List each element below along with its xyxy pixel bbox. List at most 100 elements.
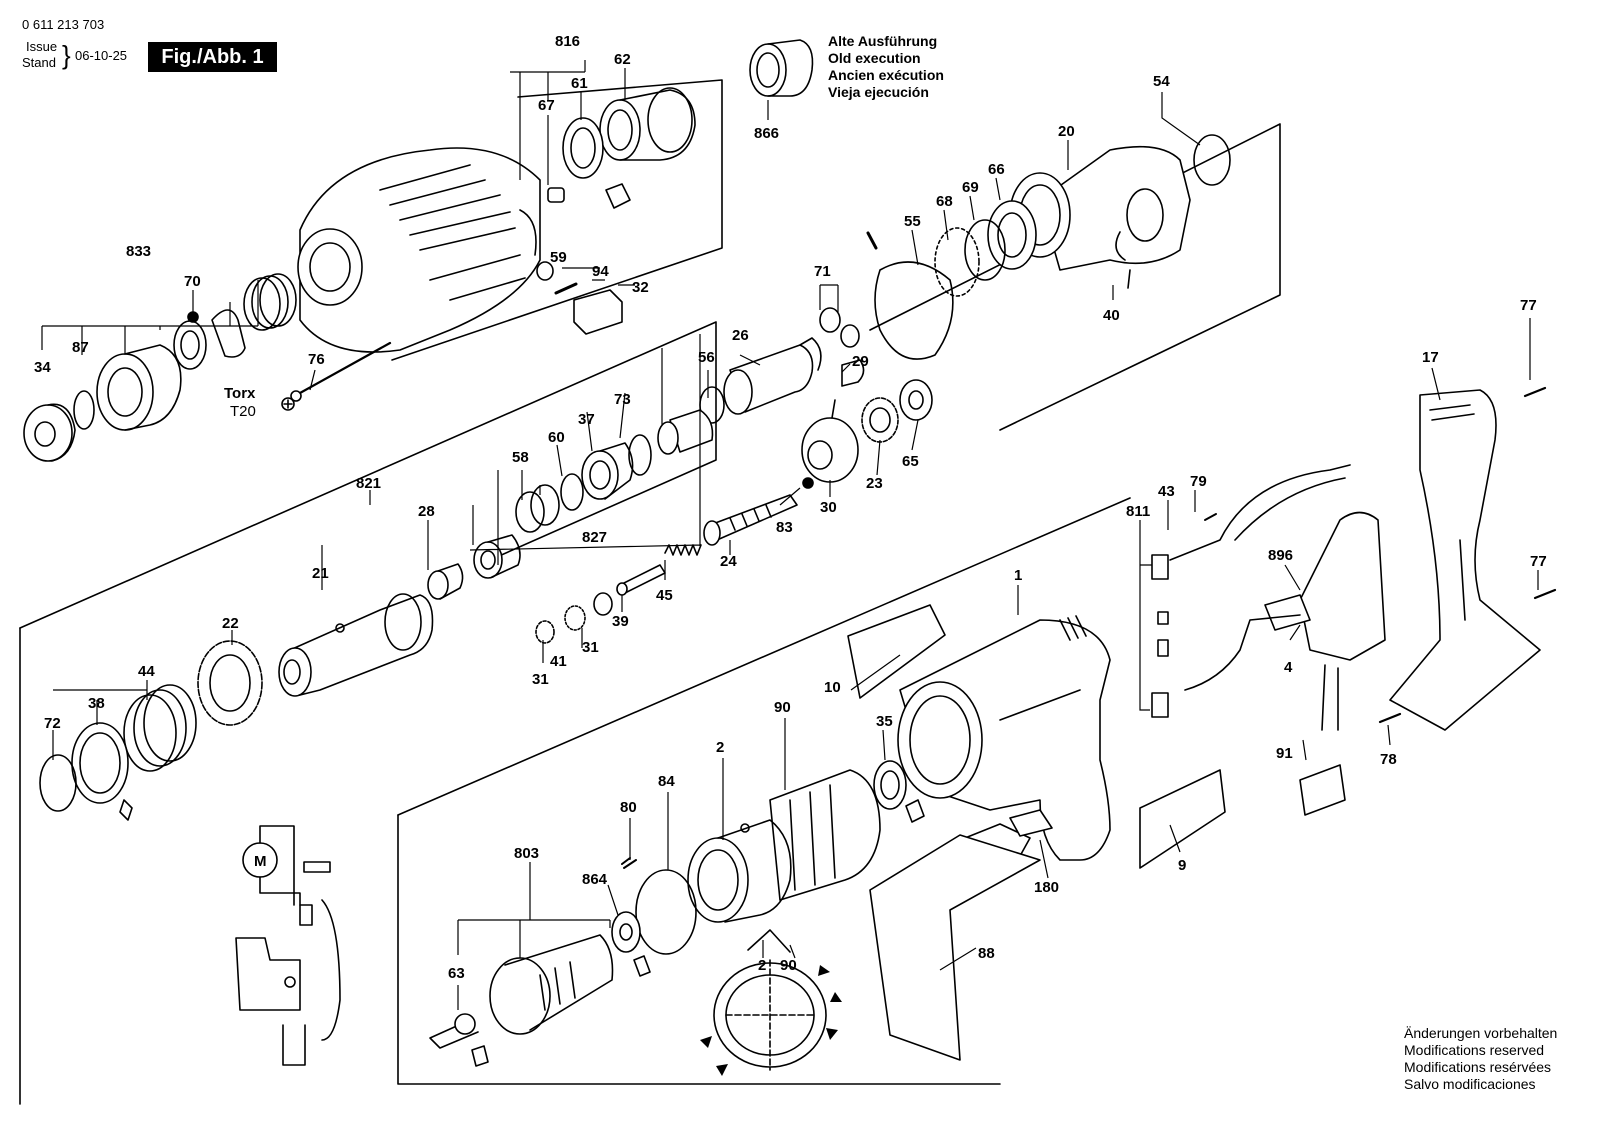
label-896: 896	[1268, 547, 1293, 564]
motor-housing-1	[897, 615, 1111, 861]
label-87: 87	[72, 339, 89, 356]
document-number: 0 611 213 703	[22, 17, 105, 32]
screw-77a	[1523, 386, 1547, 398]
circlip-31a	[535, 620, 555, 644]
figure-tag: Fig./Abb. 1	[148, 42, 277, 72]
shaft-24	[703, 494, 798, 546]
ring-59	[536, 261, 554, 281]
screw-79	[1204, 513, 1217, 521]
bush-37	[581, 442, 634, 500]
pin-55	[866, 231, 878, 250]
label-21: 21	[312, 565, 329, 582]
label-866: 866	[754, 125, 779, 142]
label-1: 1	[1014, 567, 1022, 584]
guide-tube-21	[278, 593, 434, 697]
armature-803	[429, 934, 614, 1049]
label-54: 54	[1153, 73, 1170, 90]
label-864: 864	[582, 871, 608, 888]
label-68: 68	[936, 193, 953, 210]
leader-lines	[41, 60, 1539, 1010]
label-40: 40	[1103, 307, 1120, 324]
wire-811a	[1169, 464, 1351, 561]
label-816: 816	[555, 33, 580, 50]
ball-83	[802, 477, 814, 489]
part-numbers: 816 62 61 67 866 54 20 66 69 68 55 833 7…	[34, 33, 1547, 982]
label-69: 69	[962, 179, 979, 196]
label-10: 10	[824, 679, 841, 696]
label-62: 62	[614, 51, 631, 68]
label-24: 24	[720, 553, 737, 570]
label-84: 84	[658, 773, 675, 790]
label-30: 30	[820, 499, 837, 516]
label-61: 61	[571, 75, 588, 92]
label-803: 803	[514, 845, 539, 862]
label-76: 76	[308, 351, 325, 368]
label-821: 821	[356, 475, 381, 492]
label-72: 72	[44, 715, 61, 732]
wire-811b	[1184, 614, 1301, 691]
alignment-arrows	[700, 965, 842, 1076]
label-28: 28	[418, 503, 435, 520]
washer-71b	[840, 324, 860, 348]
sleeve-833	[96, 344, 182, 431]
label-2-end-view: 2	[758, 957, 766, 974]
label-78: 78	[1380, 751, 1397, 768]
part-29	[841, 359, 865, 387]
label-77-bottom: 77	[1530, 553, 1547, 570]
issue-date: 06-10-25	[75, 48, 128, 63]
label-71: 71	[814, 263, 831, 280]
label-56: 56	[698, 349, 715, 366]
bush-67	[547, 187, 565, 203]
spring-833	[243, 273, 297, 331]
label-67: 67	[538, 97, 555, 114]
stator-90	[769, 769, 881, 901]
hammer-housing	[297, 147, 541, 353]
label-59: 59	[550, 249, 567, 266]
grease-tube-icon-4	[633, 955, 651, 977]
label-23: 23	[866, 475, 883, 492]
modifications-de: Änderungen vorbehalten	[1404, 1025, 1558, 1041]
spring-plate	[211, 309, 246, 358]
washer-71a	[819, 307, 841, 333]
modifications-en: Modifications reserved	[1404, 1042, 1545, 1058]
label-833: 833	[126, 243, 151, 260]
old-execution-es: Vieja ejecución	[828, 84, 929, 100]
ring-61	[562, 117, 604, 179]
label-22: 22	[222, 615, 239, 632]
label-88: 88	[978, 945, 995, 962]
label-73: 73	[614, 391, 631, 408]
striker-827	[473, 534, 521, 579]
spring-44	[123, 684, 197, 772]
ring-73	[628, 434, 652, 476]
label-60: 60	[548, 429, 565, 446]
grease-tube-icon-5	[471, 1045, 489, 1067]
seal-ring-55	[874, 261, 954, 360]
label-827: 827	[582, 529, 607, 546]
label-plate-9	[1139, 769, 1226, 869]
label-90: 90	[774, 699, 791, 716]
ring-60	[560, 473, 584, 511]
old-execution-note: Alte Ausführung Old execution Ancien exé…	[828, 33, 944, 101]
old-execution-de: Alte Ausführung	[828, 33, 938, 49]
cover-88	[869, 834, 1041, 1061]
label-31-b: 31	[582, 639, 599, 656]
needle-bearing-62	[599, 87, 696, 161]
label-91: 91	[1276, 745, 1293, 762]
screw-76	[298, 341, 392, 395]
label-32: 32	[632, 279, 649, 296]
old-execution-en: Old execution	[828, 50, 921, 66]
label-58: 58	[512, 449, 529, 466]
needle-cage-68	[934, 227, 980, 297]
modifications-note: Änderungen vorbehalten Modifications res…	[1404, 1025, 1557, 1093]
gear-22	[197, 640, 263, 726]
ring-58b	[515, 491, 545, 533]
label-35: 35	[876, 713, 893, 730]
label-29: 29	[852, 353, 869, 370]
bearing-35	[873, 760, 907, 810]
issue-label: Issue	[26, 39, 58, 54]
ring-84	[635, 869, 697, 955]
bearing-65	[899, 379, 933, 421]
grease-tube-icon-3	[905, 799, 925, 823]
label-43: 43	[1158, 483, 1175, 500]
